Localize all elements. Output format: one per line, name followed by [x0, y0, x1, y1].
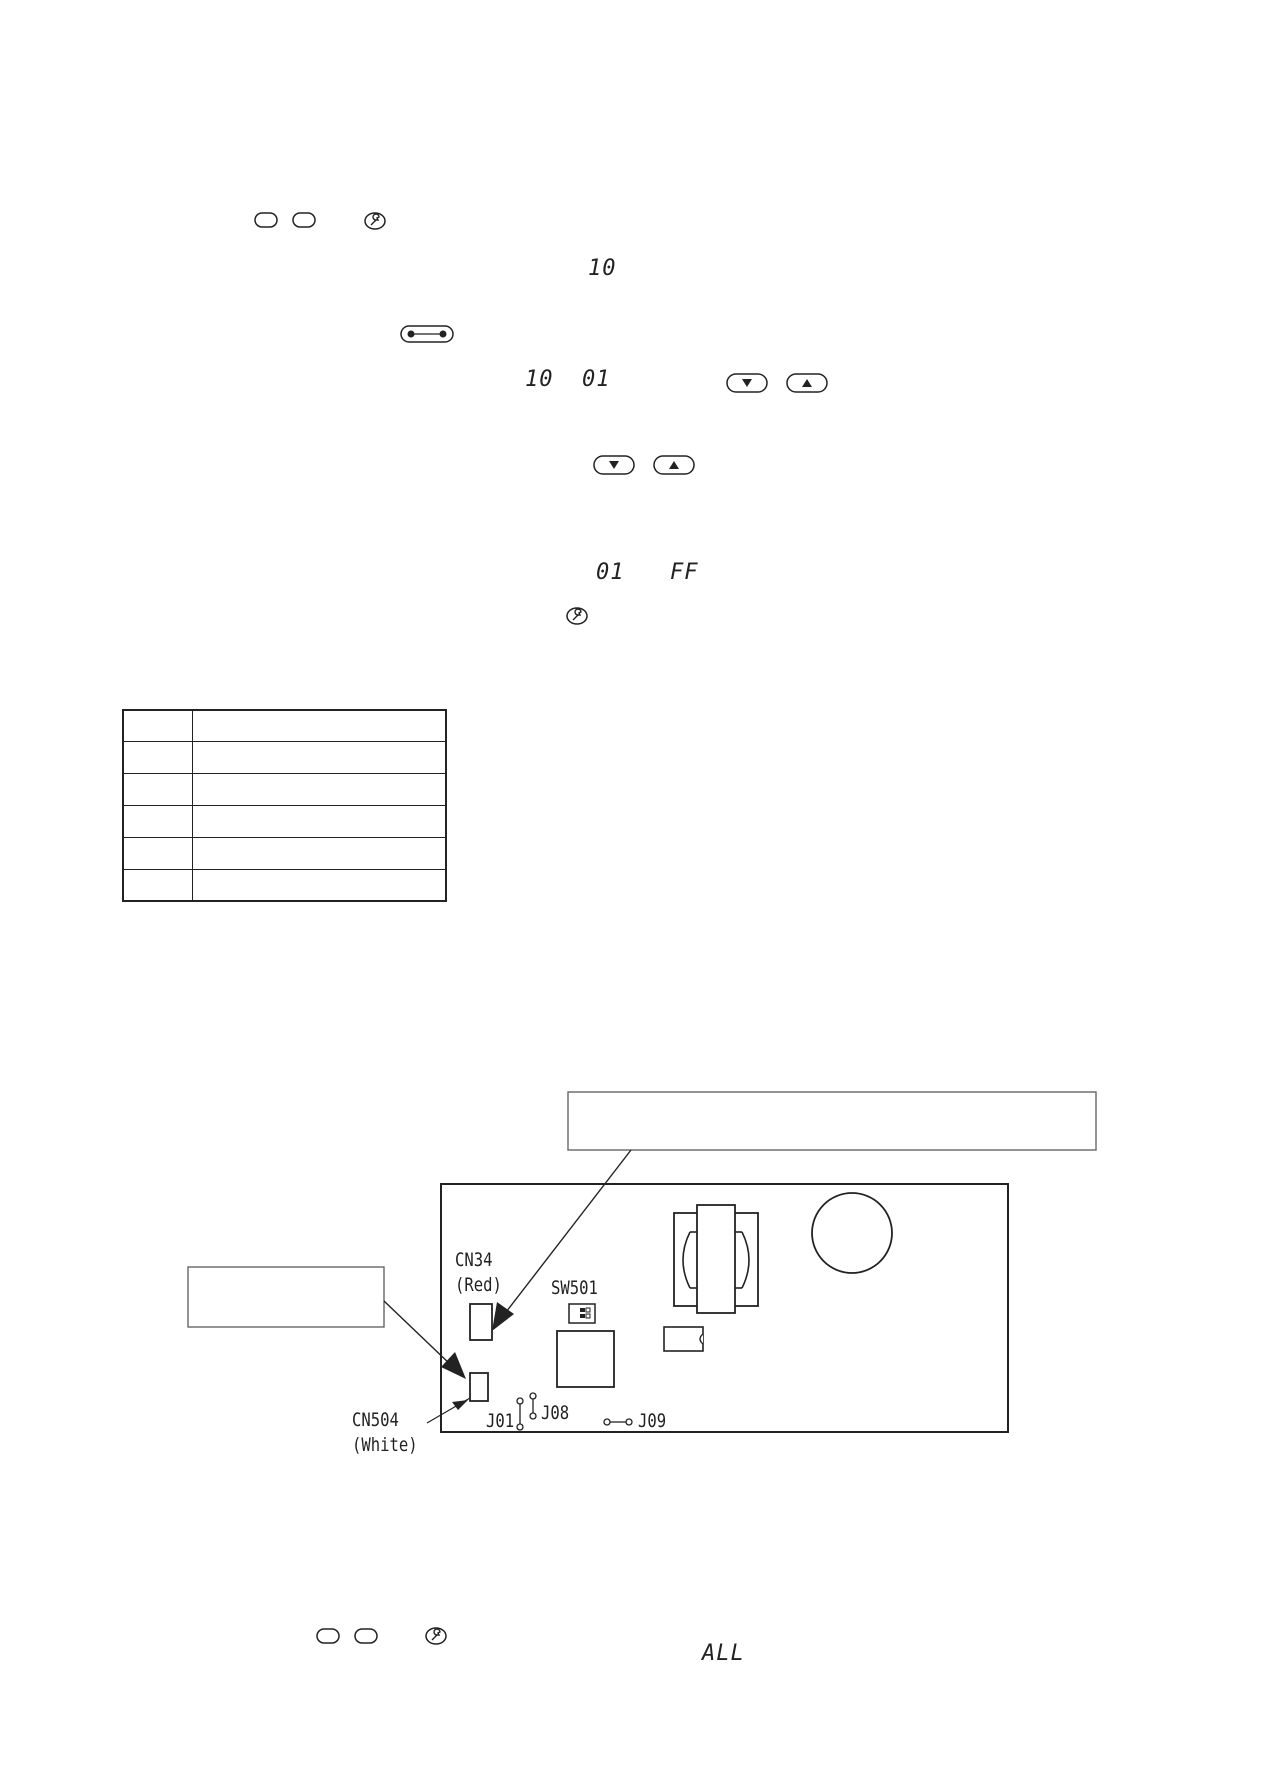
- small-component: [663, 1326, 704, 1352]
- callout-box-top: [567, 1091, 1097, 1151]
- arrowhead: [492, 1302, 514, 1331]
- sw501-label: SW501: [551, 1277, 598, 1299]
- cn34-connector: [469, 1303, 493, 1341]
- settings-table: [122, 709, 447, 902]
- cn504-label: CN504: [352, 1409, 399, 1431]
- table-row: [124, 838, 445, 870]
- arrowhead: [441, 1352, 466, 1379]
- pcb-diagram: [187, 1091, 1097, 1433]
- ic-chip: [556, 1330, 615, 1388]
- table-header-row: [124, 711, 445, 742]
- up-arrow-button-icon: [786, 373, 828, 393]
- wrench-icon: [566, 607, 588, 625]
- table-row: [124, 742, 445, 774]
- lcd-code: ALL: [702, 1641, 745, 1666]
- lcd-code: 01: [582, 367, 611, 392]
- callout-leader-top: [502, 1149, 632, 1317]
- wrench-icon: [425, 1627, 447, 1645]
- lcd-code: 10: [588, 256, 617, 281]
- j09-label: J09: [638, 1410, 667, 1432]
- wrench-icon: [364, 212, 386, 230]
- cn504-color-label: (White): [352, 1434, 418, 1456]
- blank-button-icon: [292, 212, 316, 228]
- j08-label: J08: [541, 1402, 570, 1424]
- jumper-j08: [529, 1392, 537, 1420]
- blank-button-icon: [354, 1628, 378, 1644]
- jumper-j09: [603, 1418, 633, 1426]
- cn504-connector: [469, 1372, 489, 1402]
- lcd-code: 01: [596, 560, 625, 585]
- capacitor: [811, 1192, 893, 1274]
- down-arrow-button-icon: [593, 455, 635, 475]
- table-row: [124, 774, 445, 806]
- blank-button-icon: [316, 1628, 340, 1644]
- up-arrow-button-icon: [653, 455, 695, 475]
- jumper-j01: [516, 1397, 524, 1431]
- callout-box-left: [187, 1266, 385, 1328]
- blank-button-icon: [254, 212, 278, 228]
- cn34-label: CN34: [455, 1249, 493, 1271]
- table-row: [124, 806, 445, 838]
- jumper-connector-icon: [400, 325, 454, 343]
- table-row: [124, 870, 445, 900]
- lcd-code: FF: [670, 560, 699, 585]
- callout-leader-left: [383, 1300, 453, 1367]
- cn34-color-label: (Red): [455, 1274, 502, 1296]
- lcd-code: 10: [525, 367, 554, 392]
- sw501-switch: [568, 1303, 596, 1324]
- j01-label: J01: [486, 1410, 515, 1432]
- down-arrow-button-icon: [726, 373, 768, 393]
